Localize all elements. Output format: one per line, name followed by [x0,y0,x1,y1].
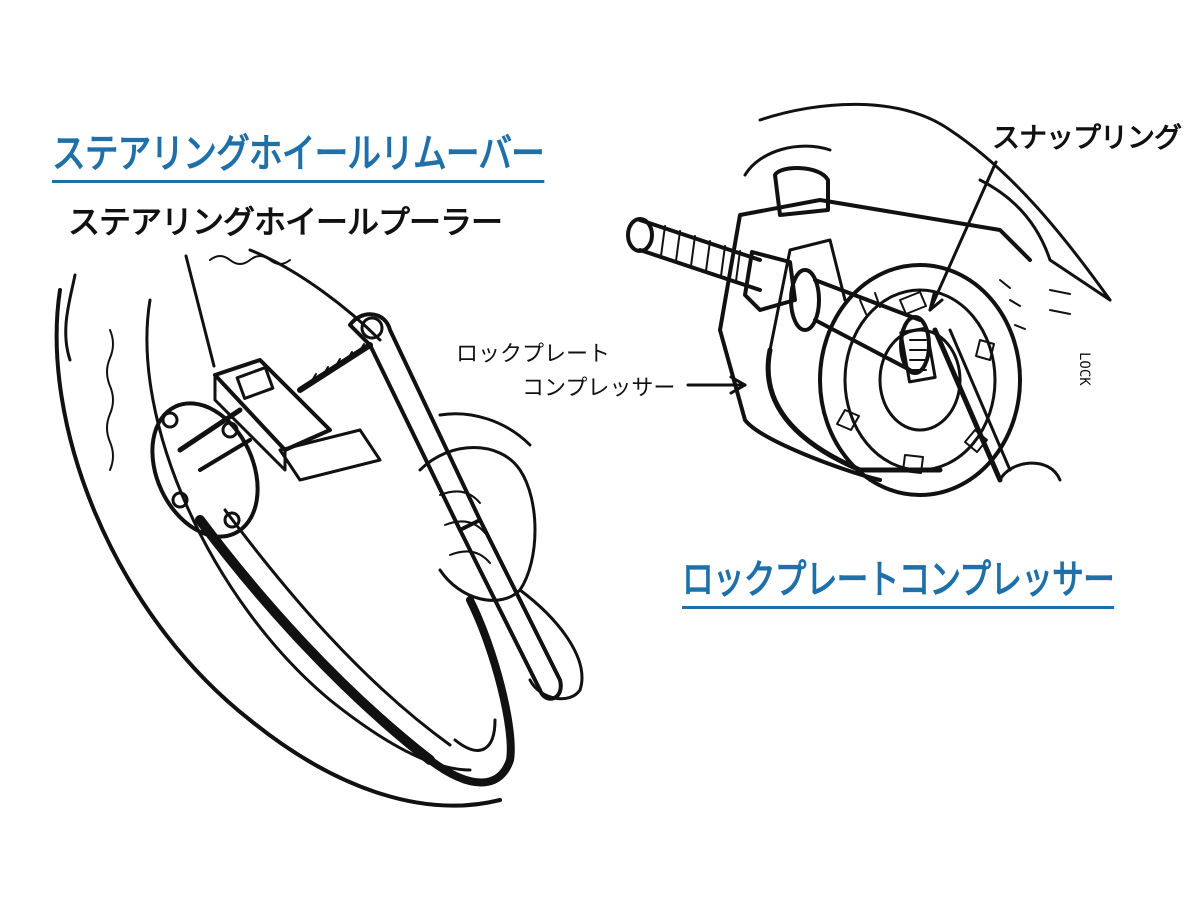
steering-wheel-puller-label: ステアリングホイールプーラー [68,203,503,241]
snap-ring-label: スナップリング [992,121,1182,154]
lock-plate-compressor-title: ロックプレートコンプレッサー [682,560,1115,609]
lock-plate-label-line1: ロックプレート [456,342,611,367]
steering-wheel-illustration [54,248,584,808]
puller-leader-line [184,254,216,368]
lock-stamp: LOCK [1076,352,1092,386]
lock-plate-label-line2: コンプレッサー [522,376,676,401]
snap-ring-leader-line [928,160,998,312]
steering-wheel-remover-title: ステアリングホイールリムーバー [52,134,545,183]
lock-plate-compressor-illustration [626,102,1112,497]
